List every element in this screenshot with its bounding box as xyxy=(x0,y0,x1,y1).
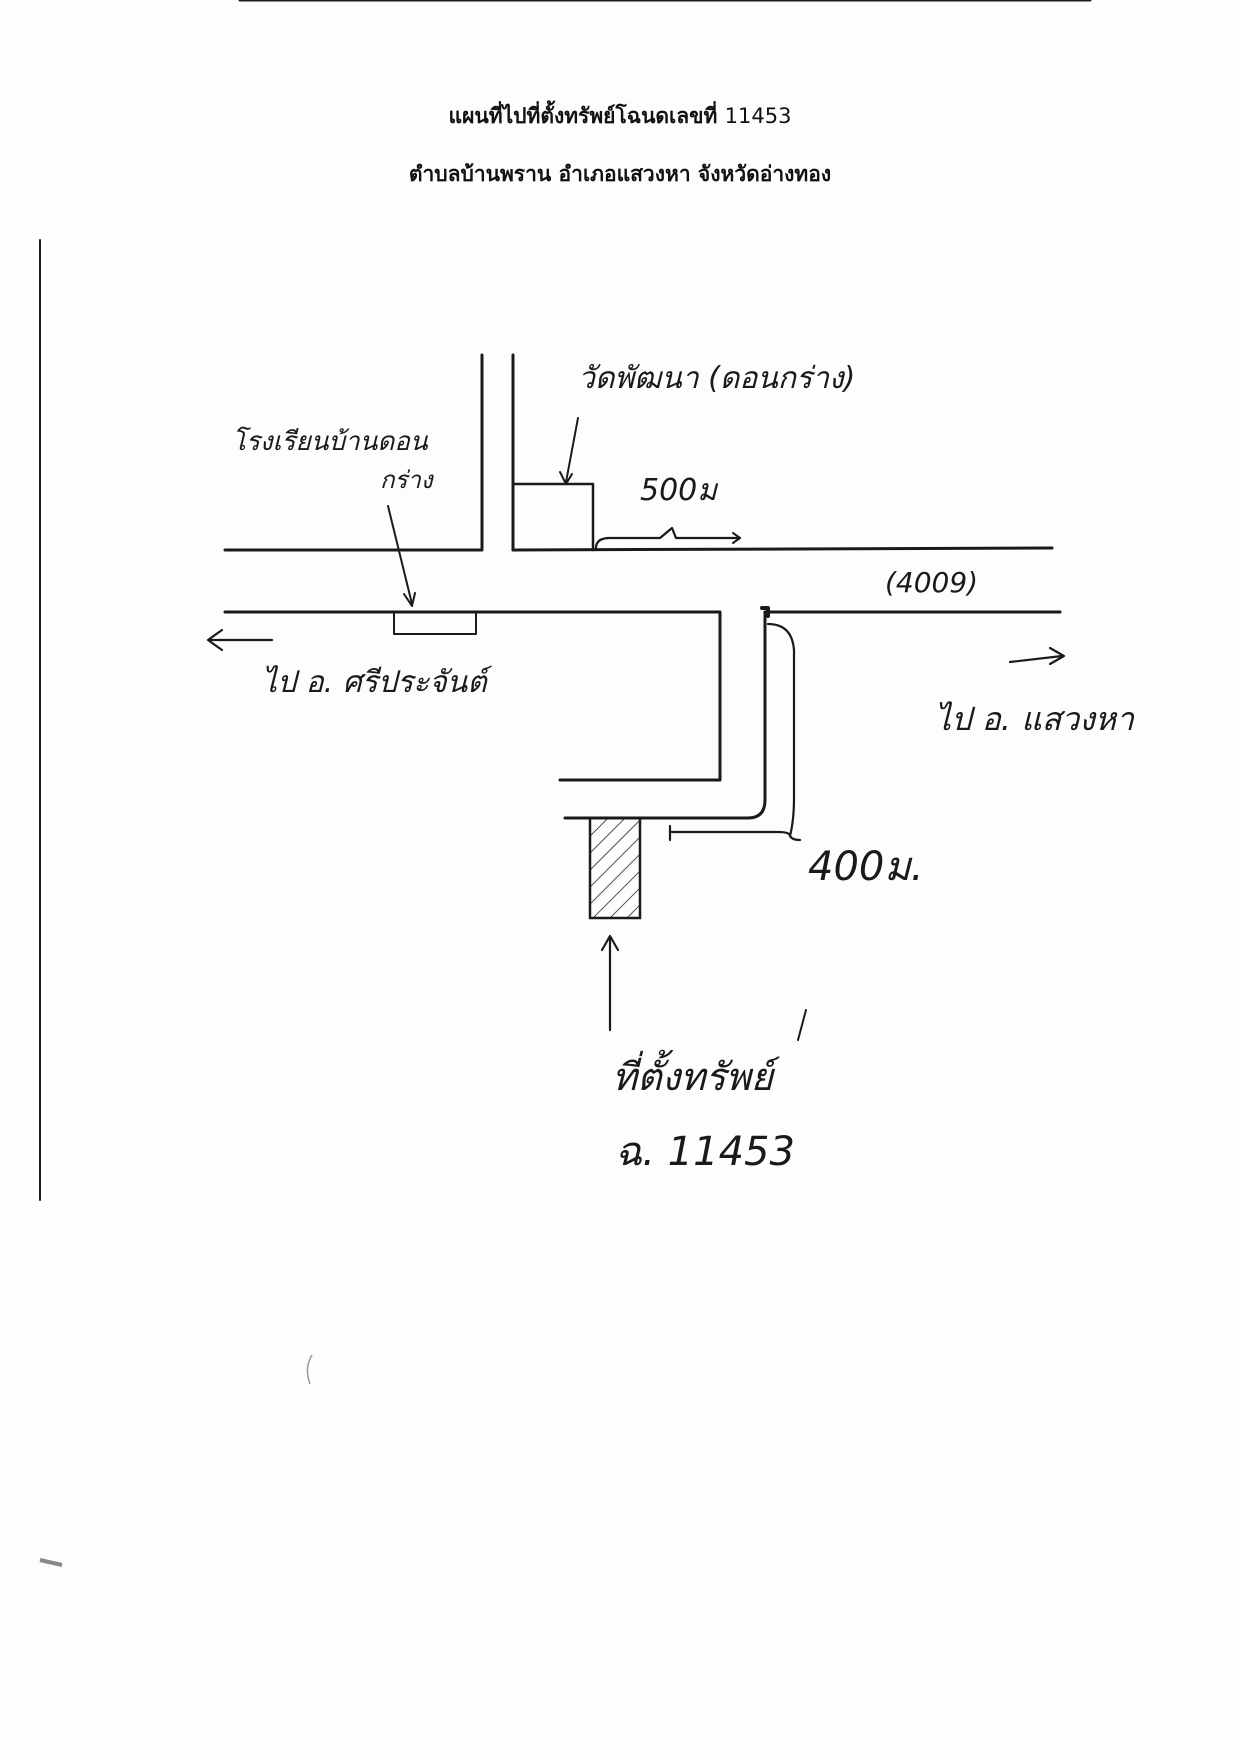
school-pointer-arrowhead xyxy=(403,592,416,607)
road-number-label: (4009) xyxy=(885,566,978,599)
distance-500-line xyxy=(594,526,742,550)
distance-500-label: 500ม xyxy=(640,473,719,508)
document-title: แผนที่ไปที่ตั้งทรัพย์โฉนดเลขที่ 11453 xyxy=(0,100,1240,133)
property-label-line2: ฉ. 11453 xyxy=(615,1129,795,1175)
left-direction-arrowhead xyxy=(206,628,224,652)
temple-label: วัดพัฒนา (ดอนกร่าง) xyxy=(578,361,855,396)
school-label-line2: กร่าง xyxy=(380,466,435,494)
property-label-line1: ที่ตั้งทรัพย์ xyxy=(612,1049,781,1099)
distance-400-path xyxy=(668,622,802,842)
school-pointer-arrow xyxy=(387,505,413,605)
to-right-label: ไป อ. แสวงหา xyxy=(935,700,1135,738)
right-direction-arrowhead xyxy=(1048,646,1066,666)
temple-pointer-arrowhead xyxy=(559,471,573,485)
corner-marker xyxy=(760,606,770,618)
right-direction-arrow xyxy=(1008,654,1064,664)
title-deed-number: 11453 xyxy=(724,104,792,128)
to-left-label: ไป อ. ศรีประจันต์ xyxy=(262,665,493,700)
property-parcel xyxy=(588,816,642,920)
title-text: แผนที่ไปที่ตั้งทรัพย์โฉนดเลขที่ xyxy=(448,104,718,128)
school-marker xyxy=(393,611,477,635)
handwriting-stroke xyxy=(797,1009,807,1041)
scan-mark-bottom xyxy=(39,1558,63,1567)
temple-pointer-arrow xyxy=(565,417,579,483)
temple-marker xyxy=(511,482,595,552)
branch-road-right-edge xyxy=(563,610,767,820)
distance-500-arrowhead xyxy=(732,532,741,544)
property-pointer-arrowhead xyxy=(600,934,620,952)
main-road-top-edge-right xyxy=(511,546,1054,552)
distance-400-label: 400ม. xyxy=(808,844,923,890)
school-label-line1: โรงเรียนบ้านดอน xyxy=(232,426,429,457)
scan-mark xyxy=(306,1354,313,1385)
document-subtitle: ตำบลบ้านพราน อำเภอแสวงหา จังหวัดอ่างทอง xyxy=(408,162,832,186)
